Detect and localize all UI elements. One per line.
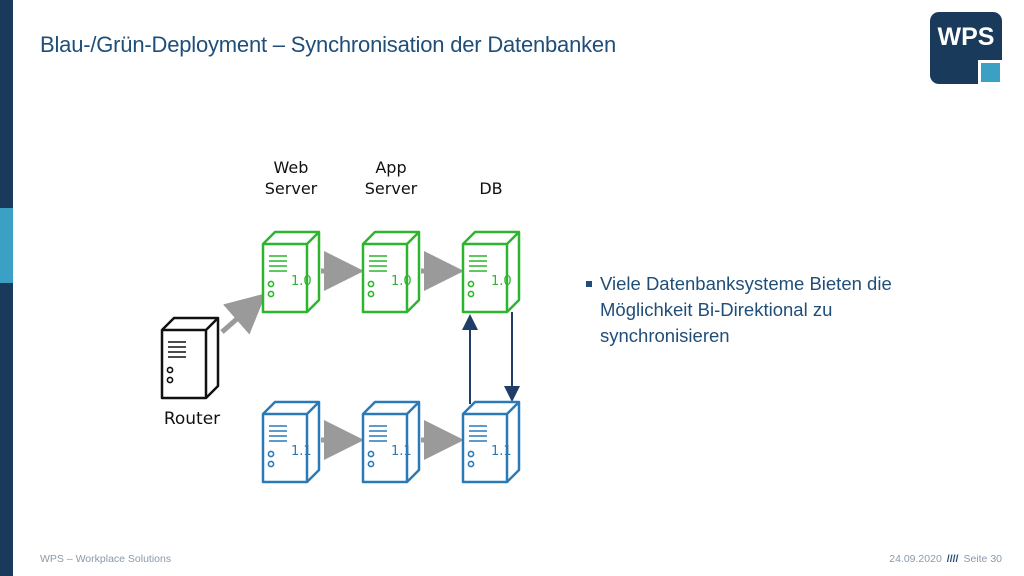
version-app-blue: 1.1 <box>391 444 412 459</box>
label-app-server-text: App Server <box>364 158 418 198</box>
label-db: DB <box>446 178 536 199</box>
version-db-green: 1.0 <box>491 274 512 289</box>
arrow-router-to-web <box>220 293 267 335</box>
label-web-server: Web Server <box>246 157 336 199</box>
version-web-green: 1.0 <box>291 274 312 289</box>
footer-separator: //// <box>946 553 959 565</box>
bullet-point: Viele Datenbanksysteme Bieten die Möglic… <box>586 271 908 349</box>
app-server-blue-icon <box>361 400 421 484</box>
label-db-text: DB <box>479 179 503 198</box>
version-db-blue: 1.1 <box>491 444 512 459</box>
footer-date: 24.09.2020 <box>889 553 942 565</box>
footer-page-number: Seite 30 <box>963 553 1002 565</box>
wps-logo: WPS <box>930 12 1002 84</box>
bullet-square-icon <box>586 281 592 287</box>
db-server-green-icon <box>461 230 521 314</box>
footer-company: WPS – Workplace Solutions <box>40 553 172 565</box>
router-icon <box>160 316 220 400</box>
bullet-text: Viele Datenbanksysteme Bieten die Möglic… <box>600 273 892 346</box>
router-label: Router <box>163 409 221 429</box>
version-web-blue: 1.1 <box>291 444 312 459</box>
left-brand-bar <box>0 0 13 576</box>
web-server-blue-icon <box>261 400 321 484</box>
web-server-green-icon <box>261 230 321 314</box>
left-accent-marker <box>0 208 13 283</box>
slide-title: Blau-/Grün-Deployment – Synchronisation … <box>40 32 616 57</box>
logo-text: WPS <box>938 23 995 51</box>
footer-meta: 24.09.2020 //// Seite 30 <box>889 553 1002 565</box>
version-app-green: 1.0 <box>391 274 412 289</box>
label-web-server-text: Web Server <box>264 158 318 198</box>
app-server-green-icon <box>361 230 421 314</box>
label-app-server: App Server <box>346 157 436 199</box>
db-server-blue-icon <box>461 400 521 484</box>
